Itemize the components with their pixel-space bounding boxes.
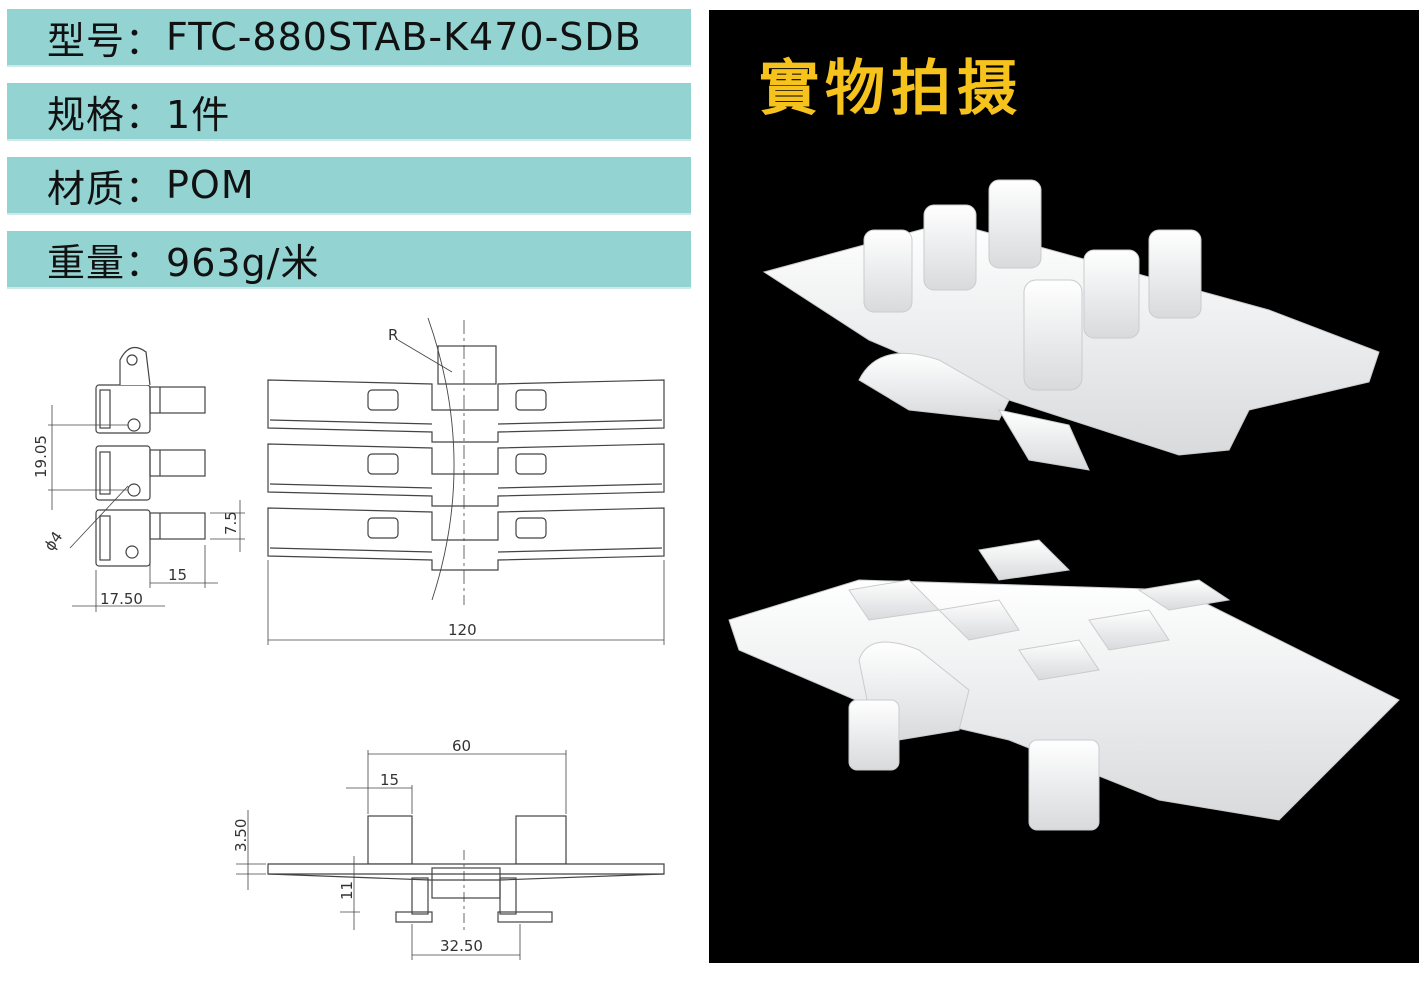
technical-drawing: 19.05 ϕ4 7.5 15 17.50 R 120	[32, 317, 665, 960]
spec-label: 材质：	[47, 166, 165, 211]
dim-tab-h2: 3.50	[232, 819, 250, 852]
photo-title: 實物拍摄	[759, 54, 1023, 124]
spec-label: 型号：	[47, 18, 165, 63]
spec-row-weight: 重量： 963g/米	[7, 231, 691, 289]
dim-depth: 11	[338, 881, 356, 900]
chain-bottom-image	[728, 539, 1400, 831]
dim-hole: ϕ4	[41, 528, 67, 554]
spec-row-size: 规格： 1件	[7, 83, 691, 141]
dim-base: 32.50	[440, 937, 483, 955]
spec-value: POM	[166, 163, 255, 207]
spec-value: 1件	[166, 92, 231, 137]
spec-value: 963g/米	[166, 240, 320, 285]
spec-row-material: 材质： POM	[7, 157, 691, 215]
front-view	[236, 750, 665, 960]
spec-label: 重量：	[47, 240, 165, 285]
dim-radius: R	[388, 326, 398, 344]
dim-total-width: 120	[448, 621, 477, 639]
dim-tab-width: 15	[168, 566, 187, 584]
dim-tab-w2: 15	[380, 771, 399, 789]
side-view	[48, 346, 245, 612]
chain-photo	[728, 179, 1400, 831]
dim-side-offset: 17.50	[100, 590, 143, 608]
spec-row-model: 型号： FTC-880STAB-K470-SDB	[7, 9, 691, 67]
plan-view	[267, 317, 665, 645]
spec-label: 规格：	[47, 92, 165, 137]
dim-tab-height: 7.5	[222, 511, 240, 535]
chain-top-image	[762, 179, 1380, 471]
photo-panel: 實物拍摄	[709, 10, 1419, 963]
dim-tab-span: 60	[452, 737, 471, 755]
dim-pitch: 19.05	[32, 435, 50, 478]
spec-value: FTC-880STAB-K470-SDB	[166, 15, 642, 59]
